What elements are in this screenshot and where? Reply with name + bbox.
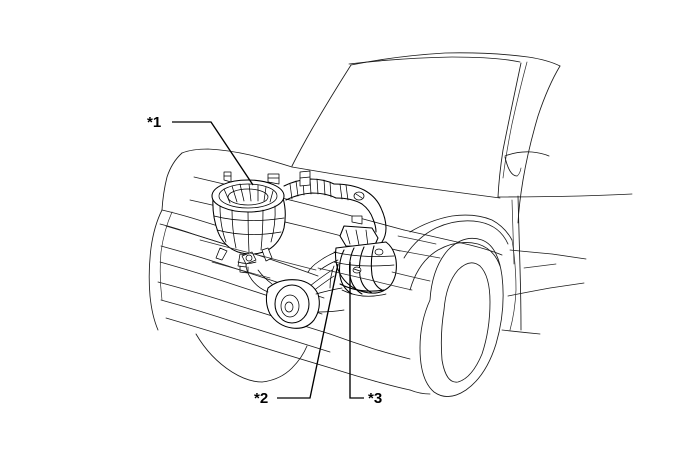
callout-label-3: *3 xyxy=(368,390,383,407)
leader-line-3 xyxy=(349,262,364,399)
callout-label-1: *1 xyxy=(147,114,162,131)
callout-label-2: *2 xyxy=(254,390,269,407)
air-cleaner-assembly xyxy=(211,171,286,274)
leader-line-1 xyxy=(172,121,254,186)
callout-leader-lines xyxy=(172,121,364,399)
intake-manifold xyxy=(295,215,397,297)
engine-bay-structure xyxy=(199,235,441,291)
air-intake-hose xyxy=(283,170,387,243)
drive-belt-pulley xyxy=(241,251,345,329)
leader-line-2 xyxy=(277,263,339,399)
